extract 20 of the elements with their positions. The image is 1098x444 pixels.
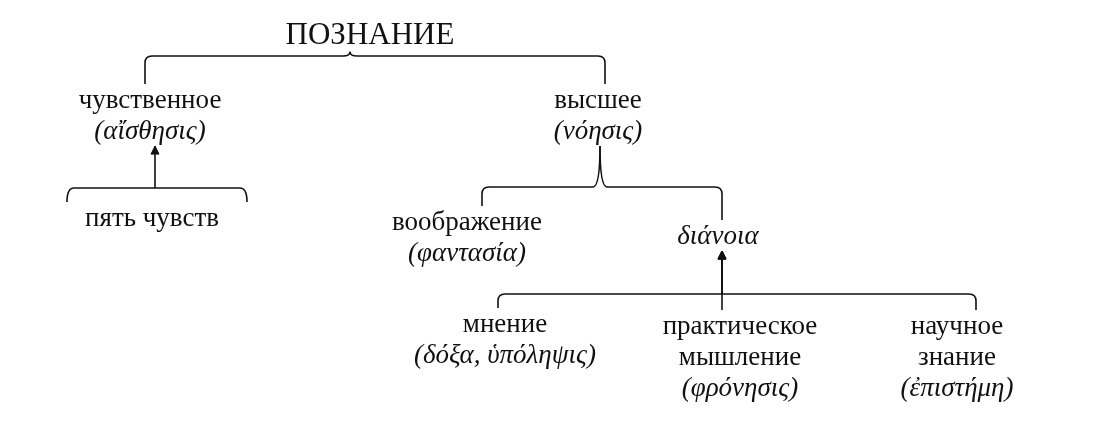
brace-connector bbox=[599, 145, 723, 221]
brace-connector bbox=[66, 145, 248, 203]
term-label: чувственное bbox=[77, 84, 223, 116]
greek-term: (φρόνησις) bbox=[680, 372, 800, 404]
greek-term: (ἐπιστήμη) bbox=[899, 372, 1015, 404]
term-label: практическое мышление bbox=[661, 310, 819, 373]
brace-connector bbox=[144, 50, 351, 85]
term-label: пять чувств bbox=[84, 202, 220, 234]
greek-term: (νόησις) bbox=[552, 115, 644, 147]
term-label: высшее bbox=[553, 84, 643, 116]
brace-connector bbox=[717, 250, 977, 311]
greek-term: (δόξα, ὑπόληψις) bbox=[413, 339, 597, 371]
term-label: воображение bbox=[391, 206, 543, 238]
brace-connector bbox=[349, 50, 606, 85]
term-label: мнение bbox=[461, 308, 549, 340]
greek-term: (φαντασία) bbox=[407, 237, 527, 269]
term-label: научное знание bbox=[909, 310, 1005, 373]
greek-term: διάνοια bbox=[676, 220, 760, 252]
greek-term: (αἴσθησις) bbox=[93, 115, 207, 147]
heading-term: ПОЗНАНИЕ bbox=[284, 16, 456, 52]
